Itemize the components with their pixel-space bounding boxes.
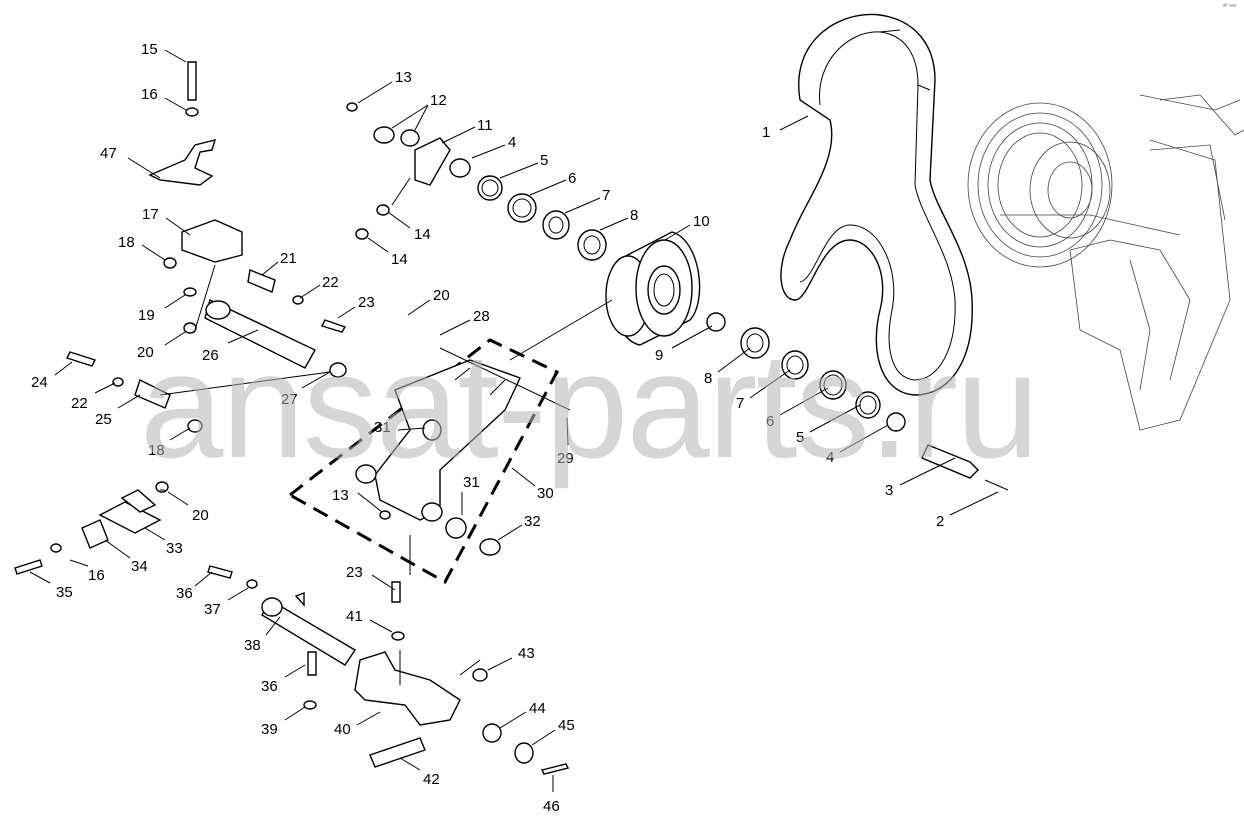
callout-6a: 6 (568, 170, 576, 187)
callout-44: 44 (529, 700, 546, 717)
callout-26: 26 (202, 347, 219, 364)
callout-19: 19 (138, 307, 155, 324)
callout-36b: 36 (261, 678, 278, 695)
callout-16a: 16 (141, 86, 158, 103)
bearing-stack-lower (706, 312, 1009, 491)
callout-41: 41 (346, 608, 363, 625)
callout-7b: 7 (736, 395, 744, 412)
callout-31b: 31 (463, 474, 480, 491)
left-upper-parts (66, 61, 347, 433)
callout-37: 37 (204, 601, 221, 618)
callout-4a: 4 (508, 134, 516, 151)
callout-13b: 13 (332, 487, 349, 504)
lower-mount-parts (207, 535, 570, 775)
callout-30: 30 (537, 485, 554, 502)
callout-22a: 22 (322, 274, 339, 291)
assembly-leader (439, 299, 613, 411)
idler-pulley (605, 231, 701, 346)
callout-45: 45 (558, 717, 575, 734)
upper-bracket (346, 102, 451, 240)
callout-14a: 14 (414, 226, 431, 243)
callout-14b: 14 (391, 251, 408, 268)
callout-27: 27 (281, 391, 298, 408)
callout-29: 29 (557, 450, 574, 467)
callout-8a: 8 (630, 207, 638, 224)
callout-20b: 20 (433, 287, 450, 304)
v-belt (780, 13, 973, 396)
callout-1: 1 (762, 124, 770, 141)
callout-12: 12 (430, 92, 447, 109)
bearing-stack-upper (449, 158, 607, 261)
corner-mark: ᵃᴾ ᵃᵃᵃ (1222, 4, 1236, 10)
callout-43: 43 (518, 645, 535, 662)
callout-group: 1 2 3 4 4 5 5 6 6 7 7 8 8 9 10 11 12 (29, 41, 999, 815)
callout-20a: 20 (137, 344, 154, 361)
callout-34: 34 (131, 558, 148, 575)
callout-47: 47 (100, 145, 117, 162)
callout-23a: 23 (358, 294, 375, 311)
callout-2: 2 (936, 513, 944, 530)
callout-21: 21 (280, 250, 297, 267)
callout-9: 9 (655, 347, 663, 364)
callout-18b: 18 (148, 442, 165, 459)
callout-10: 10 (693, 213, 710, 230)
callout-5a: 5 (540, 152, 548, 169)
callout-11: 11 (477, 117, 493, 134)
callout-15: 15 (141, 41, 158, 58)
callout-16b: 16 (88, 567, 105, 584)
callout-23b: 23 (346, 564, 363, 581)
left-lower-parts (14, 481, 169, 575)
callout-36a: 36 (176, 585, 193, 602)
callout-3: 3 (885, 482, 893, 499)
callout-20c: 20 (192, 507, 209, 524)
callout-40: 40 (334, 721, 351, 738)
callout-6b: 6 (766, 413, 774, 430)
callout-8b: 8 (704, 370, 712, 387)
callout-24: 24 (31, 374, 48, 391)
callout-46: 46 (543, 798, 560, 815)
callout-32: 32 (524, 513, 541, 530)
callout-22b: 22 (71, 395, 88, 412)
tensioner-arm-assembly (289, 338, 560, 585)
callout-33: 33 (166, 540, 183, 557)
callout-4b: 4 (826, 449, 834, 466)
callout-35: 35 (56, 584, 73, 601)
callout-39: 39 (261, 721, 278, 738)
callout-17: 17 (142, 206, 159, 223)
callout-5b: 5 (796, 429, 804, 446)
callout-18a: 18 (118, 234, 135, 251)
callout-38: 38 (244, 637, 261, 654)
engine-frame-ghost (967, 94, 1244, 431)
callout-31a: 31 (374, 419, 391, 436)
callout-42: 42 (423, 771, 440, 788)
callout-28: 28 (473, 308, 490, 325)
callout-25: 25 (95, 411, 112, 428)
callout-7a: 7 (602, 187, 610, 204)
callout-13a: 13 (395, 69, 412, 86)
